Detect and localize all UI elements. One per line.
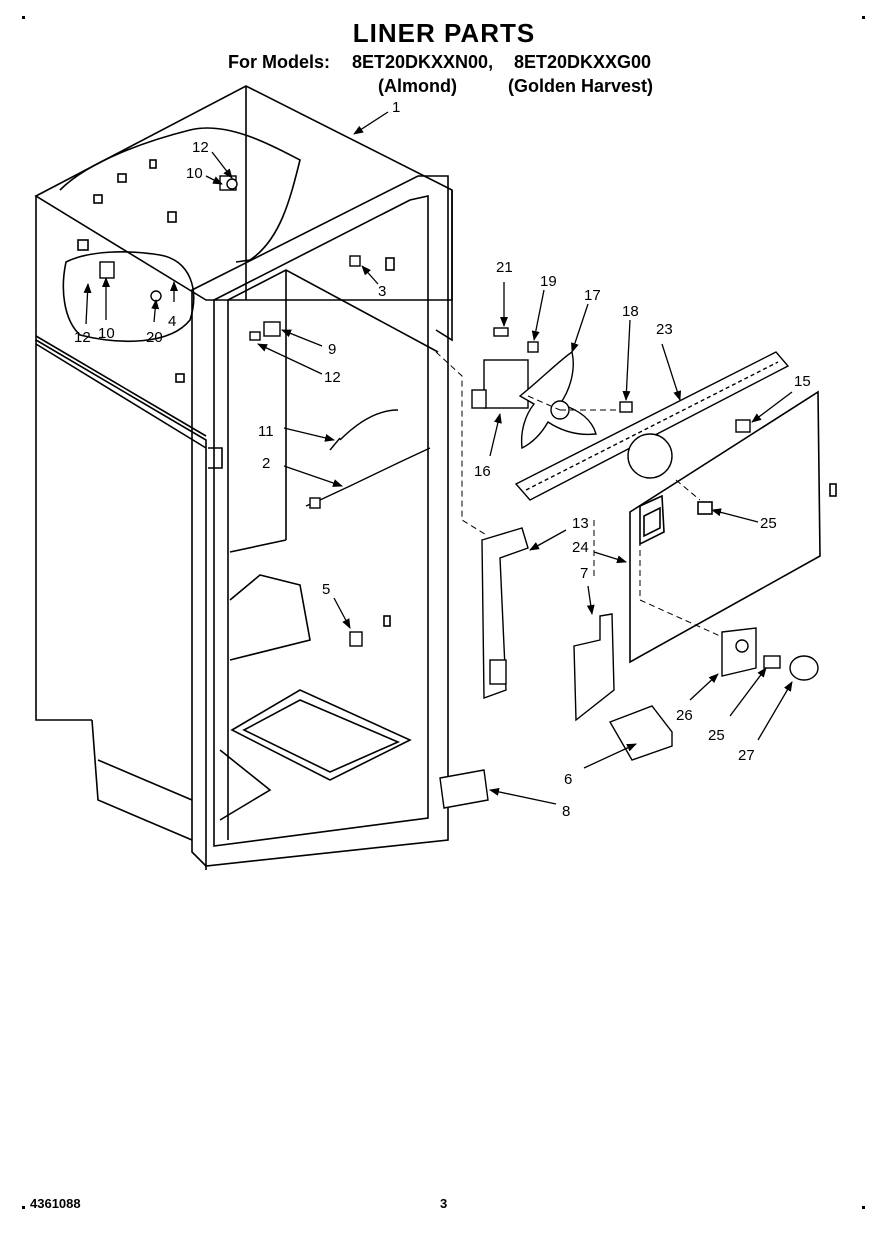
corner-mark-tr (862, 16, 865, 19)
clip-10-left (99, 261, 115, 279)
document-number: 4361088 (30, 1196, 81, 1211)
callout-4: 4 (168, 313, 176, 330)
leader-arrows (83, 111, 793, 805)
clip-5 (349, 631, 363, 647)
bracket-6 (608, 705, 673, 761)
callout-21: 21 (496, 259, 513, 276)
small-hardware (99, 175, 431, 647)
evaporator-cover-24 (629, 390, 837, 664)
callout-25-upper: 25 (760, 515, 777, 532)
screw-21 (493, 327, 509, 337)
callout-7: 7 (580, 565, 588, 582)
callout-labels: 1 12 10 3 12 10 4 20 9 12 11 2 5 21 19 1… (74, 99, 811, 820)
screw-12-top (226, 178, 238, 190)
callout-9: 9 (328, 341, 336, 358)
assembly-lines (435, 351, 721, 780)
callout-25-lower: 25 (708, 727, 725, 744)
callout-13: 13 (572, 515, 589, 532)
lower-parts (439, 527, 819, 809)
screw-25-lower (763, 655, 781, 669)
callout-5: 5 (322, 581, 330, 598)
callout-2: 2 (262, 455, 270, 472)
cabinet-liner (34, 85, 453, 870)
plate-26 (721, 627, 757, 677)
clip-3 (349, 255, 361, 267)
callout-24: 24 (572, 539, 589, 556)
baffle-7 (573, 613, 615, 722)
clip-9 (263, 321, 281, 337)
callout-1: 1 (392, 99, 400, 116)
harness-plug (309, 497, 321, 509)
variant-almond: (Almond) (378, 76, 457, 96)
callout-19: 19 (540, 273, 557, 290)
fan-motor-assembly (471, 327, 633, 450)
screw-15 (735, 419, 751, 433)
screw-12-mid (249, 331, 261, 341)
callout-18: 18 (622, 303, 639, 320)
callout-17: 17 (584, 287, 601, 304)
callout-23: 23 (656, 321, 673, 338)
duct-13 (481, 527, 529, 699)
model-number-1: 8ET20DKXXN00, (352, 52, 494, 72)
fan-motor-16 (483, 359, 529, 409)
tube-11 (329, 409, 399, 451)
variant-golden-harvest: (Golden Harvest) (508, 76, 654, 96)
screw-18 (619, 401, 633, 413)
callout-8: 8 (562, 803, 570, 820)
callout-12-top: 12 (192, 139, 209, 156)
fan-blade-17 (518, 350, 597, 450)
callout-26: 26 (676, 707, 693, 724)
callout-27: 27 (738, 747, 755, 764)
callout-20: 20 (146, 329, 163, 346)
corner-mark-tl (22, 16, 25, 19)
callout-10-top: 10 (186, 165, 203, 182)
fan-grille-23 (514, 351, 790, 501)
grommet-19 (527, 341, 539, 353)
screw-20 (150, 290, 162, 302)
cover-8 (439, 769, 489, 809)
screw-25-upper (697, 501, 713, 515)
corner-mark-bl (22, 1206, 25, 1209)
corner-mark-br (862, 1206, 865, 1209)
model-number-2: 8ET20DKXXG00 (514, 52, 652, 72)
page-title: LINER PARTS (352, 18, 536, 48)
callout-3: 3 (378, 283, 386, 300)
callout-16: 16 (474, 463, 491, 480)
harness-2 (305, 447, 431, 507)
callout-12-left: 12 (74, 329, 91, 346)
knob-27 (789, 655, 819, 681)
page-number: 3 (440, 1196, 448, 1211)
callout-15: 15 (794, 373, 811, 390)
callout-10-left: 10 (98, 325, 115, 342)
models-label: For Models: (228, 52, 330, 72)
callout-11: 11 (258, 423, 274, 440)
callout-12-mid: 12 (324, 369, 341, 386)
callout-6: 6 (564, 771, 572, 788)
